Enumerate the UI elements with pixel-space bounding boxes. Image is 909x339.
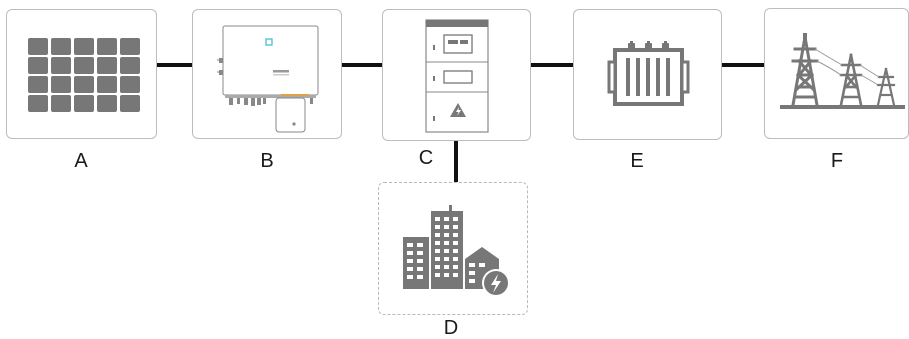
node-e-label: E — [630, 150, 644, 172]
node-c-box — [382, 9, 531, 141]
node-a-box — [6, 9, 157, 139]
transmission-towers-icon — [780, 33, 905, 109]
connector-c-e — [531, 63, 573, 67]
inverter-icon — [217, 25, 319, 133]
node-d-label: D — [443, 317, 459, 339]
node-d-box — [378, 182, 528, 315]
solar-panel-icon — [28, 38, 140, 112]
node-a-label: A — [74, 150, 88, 172]
node-e-box — [573, 9, 722, 140]
connector-e-f — [722, 63, 764, 67]
node-f-box — [764, 8, 909, 139]
node-f-label: F — [830, 150, 844, 172]
node-b-box — [192, 9, 342, 139]
connector-c-d — [454, 141, 458, 182]
connector-b-c — [342, 63, 382, 67]
connector-a-b — [157, 63, 192, 67]
distribution-cabinet-icon — [425, 19, 489, 133]
node-b-label: B — [260, 150, 274, 172]
transformer-icon — [607, 41, 690, 106]
node-c-label: C — [418, 147, 434, 169]
buildings-load-icon — [403, 205, 510, 297]
